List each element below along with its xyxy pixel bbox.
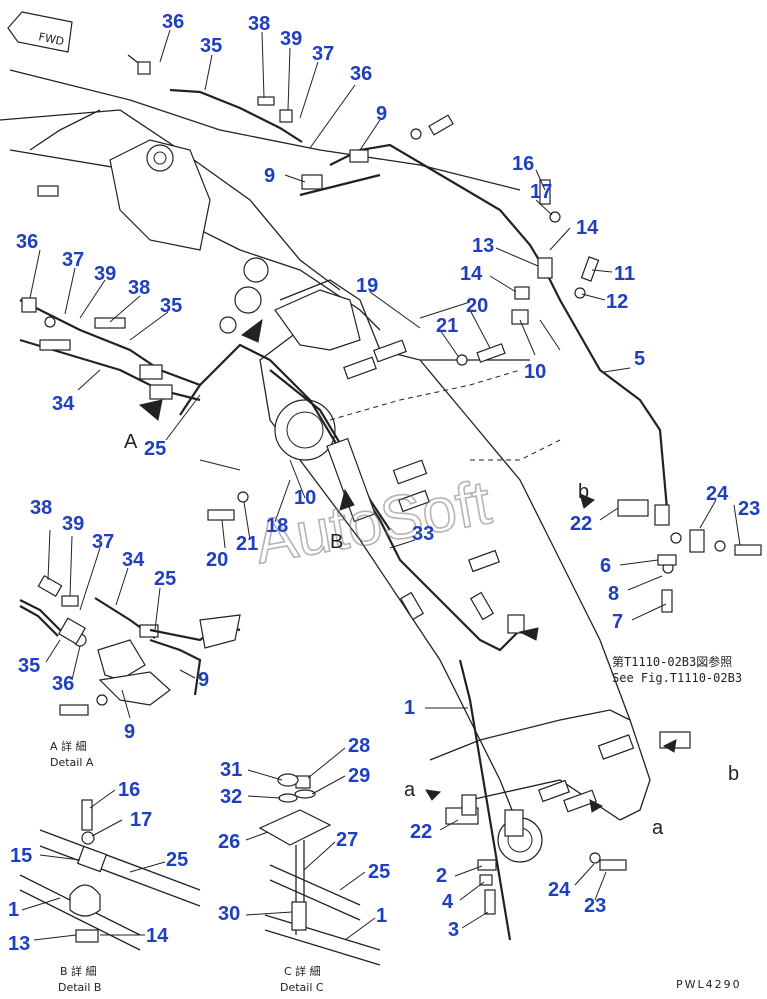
callout: 38 (248, 13, 270, 35)
callout: 21 (436, 315, 458, 337)
detail-a-caption-jp: A 詳 細 (50, 739, 87, 753)
callout: 1 (376, 905, 387, 927)
callout: 35 (18, 655, 40, 677)
callout: 1 (8, 899, 19, 921)
callout: 23 (738, 498, 760, 520)
detail-captions: A 詳 細 Detail A B 詳 細 Detail B C 詳 細 Deta… (50, 739, 324, 994)
callout: 22 (570, 513, 592, 535)
callout: 25 (154, 568, 176, 590)
detail-b-caption-jp: B 詳 細 (60, 964, 97, 978)
callout: 2 (436, 865, 447, 887)
view-letter-b-small: b (578, 481, 589, 503)
fwd-label: FWD (37, 30, 65, 48)
callout: 24 (706, 483, 729, 505)
callout: 30 (218, 903, 240, 925)
detail-a-drawing (19, 529, 241, 719)
callout: 25 (144, 438, 166, 460)
detail-c-caption-en: Detail C (280, 981, 324, 994)
callout: 7 (612, 611, 623, 633)
leader-lines (29, 29, 741, 929)
callout: 11 (614, 263, 635, 285)
callout: 27 (336, 829, 358, 851)
reference-note-en: See Fig.T1110-02B3 (612, 671, 742, 685)
detail-b-drawing (19, 789, 201, 951)
callout: 16 (512, 153, 534, 175)
callout: 38 (30, 497, 52, 519)
callout: 9 (264, 165, 275, 187)
callout: 14 (146, 925, 169, 947)
callout: 39 (280, 28, 302, 50)
callout: 16 (118, 779, 140, 801)
callout: 35 (160, 295, 182, 317)
callout: 29 (348, 765, 370, 787)
callout: 26 (218, 831, 240, 853)
callout: 22 (410, 821, 432, 843)
callout: 17 (130, 809, 152, 831)
callout: 36 (350, 63, 372, 85)
callout: 25 (166, 849, 188, 871)
callout: 23 (584, 895, 606, 917)
detail-a-caption-en: Detail A (50, 756, 94, 769)
callout: 24 (548, 879, 571, 901)
callout: 25 (368, 861, 390, 883)
callout: 18 (266, 515, 288, 537)
callout: 10 (294, 487, 316, 509)
callout: 15 (10, 845, 32, 867)
callout: 33 (412, 523, 434, 545)
callout: 9 (198, 669, 209, 691)
callout: 21 (236, 533, 258, 555)
callout: 20 (466, 295, 488, 317)
view-letter-a: A (124, 431, 138, 453)
detail-c-caption-jp: C 詳 細 (284, 964, 321, 978)
callout: 31 (220, 759, 242, 781)
callout: 3 (448, 919, 459, 941)
callout: 38 (128, 277, 150, 299)
drawing-code: PWL4290 (676, 978, 742, 991)
view-letter-b: B (330, 531, 343, 553)
callout: 12 (606, 291, 628, 313)
hydraulic-piping (19, 54, 762, 941)
callout: 37 (62, 249, 84, 271)
callout: 14 (576, 217, 599, 239)
callout: 20 (206, 549, 228, 571)
reference-note-jp: 第T1110-02B3図参照 (612, 654, 732, 669)
callout: 4 (442, 891, 454, 913)
callout: 13 (8, 933, 30, 955)
callout: 36 (52, 673, 74, 695)
callout: 13 (472, 235, 494, 257)
callout: 19 (356, 275, 378, 297)
callout: 9 (124, 721, 135, 743)
view-letter-b-small: b (728, 763, 739, 785)
callout: 17 (530, 181, 552, 203)
callout: 37 (92, 531, 114, 553)
boom-body (0, 69, 651, 863)
callout: 35 (200, 35, 222, 57)
detail-c-drawing (245, 747, 381, 966)
callout: 34 (52, 393, 75, 415)
callout: 28 (348, 735, 370, 757)
callout: 36 (16, 231, 38, 253)
callout: 36 (162, 11, 184, 33)
callout: 39 (94, 263, 116, 285)
callout-labels: 36 38 39 35 37 36 9 9 16 17 14 13 11 14 … (8, 11, 760, 955)
callout: 9 (376, 103, 387, 125)
callout: 6 (600, 555, 611, 577)
callout: 39 (62, 513, 84, 535)
callout: 10 (524, 361, 546, 383)
callout: 1 (404, 697, 415, 719)
fwd-arrow-icon: FWD (7, 11, 73, 53)
view-letter-a-small: a (404, 779, 416, 801)
view-letter-a-small: a (652, 817, 664, 839)
callout: 5 (634, 348, 645, 370)
callout: 34 (122, 549, 145, 571)
callout: 8 (608, 583, 619, 605)
callout: 14 (460, 263, 483, 285)
view-letters: A B a a b b (124, 431, 739, 839)
callout: 32 (220, 786, 242, 808)
detail-b-caption-en: Detail B (58, 981, 101, 994)
callout: 37 (312, 43, 334, 65)
